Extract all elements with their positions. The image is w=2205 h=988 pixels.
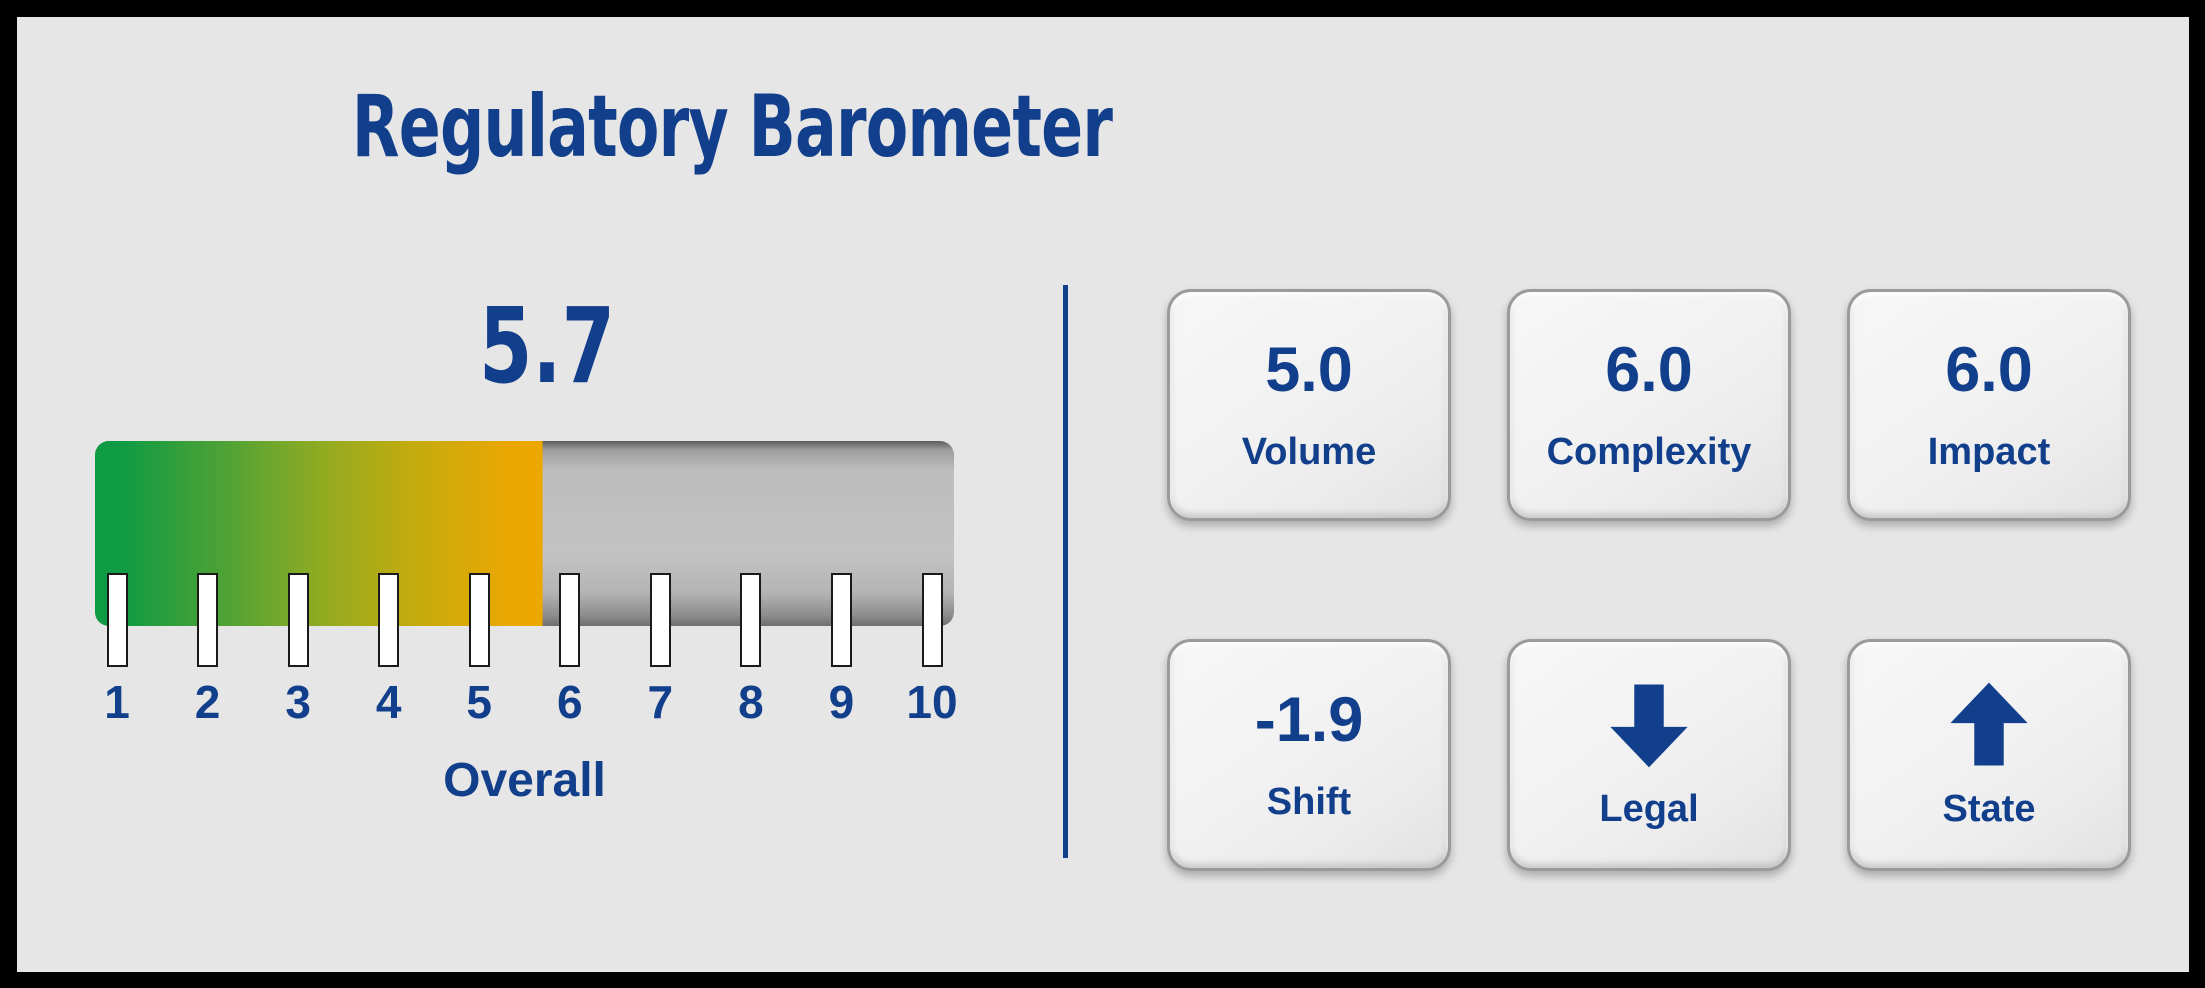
gauge-tick-group [95,573,954,667]
kpi-label: Volume [1241,431,1377,473]
gauge-scale-label: 9 [828,676,855,728]
kpi-label: Complexity [1546,431,1752,473]
gauge-scale-label: 8 [738,676,764,728]
gauge-tick [468,573,490,667]
kpi-value: 6.0 [1945,335,2033,405]
gauge-tick [287,573,309,667]
arrow-down-icon [1603,679,1695,771]
gauge-scale-label: 3 [285,676,311,728]
kpi-value: -1.9 [1254,685,1364,755]
gauge-scale-label: 6 [556,676,583,728]
gauge-tick [559,573,581,667]
gauge-scale-label: 5 [466,676,493,728]
arrow-up-icon [1943,679,2035,771]
page-title: Regulatory Barometer [351,77,1113,177]
panel-divider [1063,285,1068,858]
gauge-value: 5.7 [479,285,615,407]
overall-gauge-panel: 5.7 1 2 3 4 5 6 7 8 9 10 Overall [17,17,1063,972]
kpi-label: Legal [1599,788,1699,830]
gauge-scale-labels: 1 2 3 4 5 6 7 8 9 10 [95,675,957,735]
kpi-card-state[interactable]: State [1847,639,2131,871]
gauge-scale-label: 10 [906,676,958,728]
kpi-value: 5.0 [1265,335,1353,405]
gauge-tick [378,573,400,667]
gauge-tick [649,573,671,667]
gauge-scale-label: 4 [375,676,402,728]
kpi-value: 6.0 [1605,335,1693,405]
gauge-tick [830,573,852,667]
kpi-label: Shift [1266,781,1352,823]
gauge-scale-label: 2 [194,676,221,728]
gauge-fill [95,441,543,626]
gauge-scale-label: 1 [104,676,130,728]
kpi-label: State [1942,788,2036,830]
gauge-tick [921,573,943,667]
gauge-scale-label: 7 [647,676,674,728]
gauge-caption: Overall [443,754,606,807]
gauge-track [95,441,954,626]
kpi-label: Impact [1927,431,2051,473]
gauge-tick [740,573,762,667]
gauge-tick [106,573,128,667]
kpi-card-legal[interactable]: Legal [1507,639,1791,871]
dashboard-canvas: Regulatory Barometer 5.7 1 2 3 4 5 6 7 8 9 10 Ove… [17,17,2189,972]
gauge-tick [197,573,219,667]
